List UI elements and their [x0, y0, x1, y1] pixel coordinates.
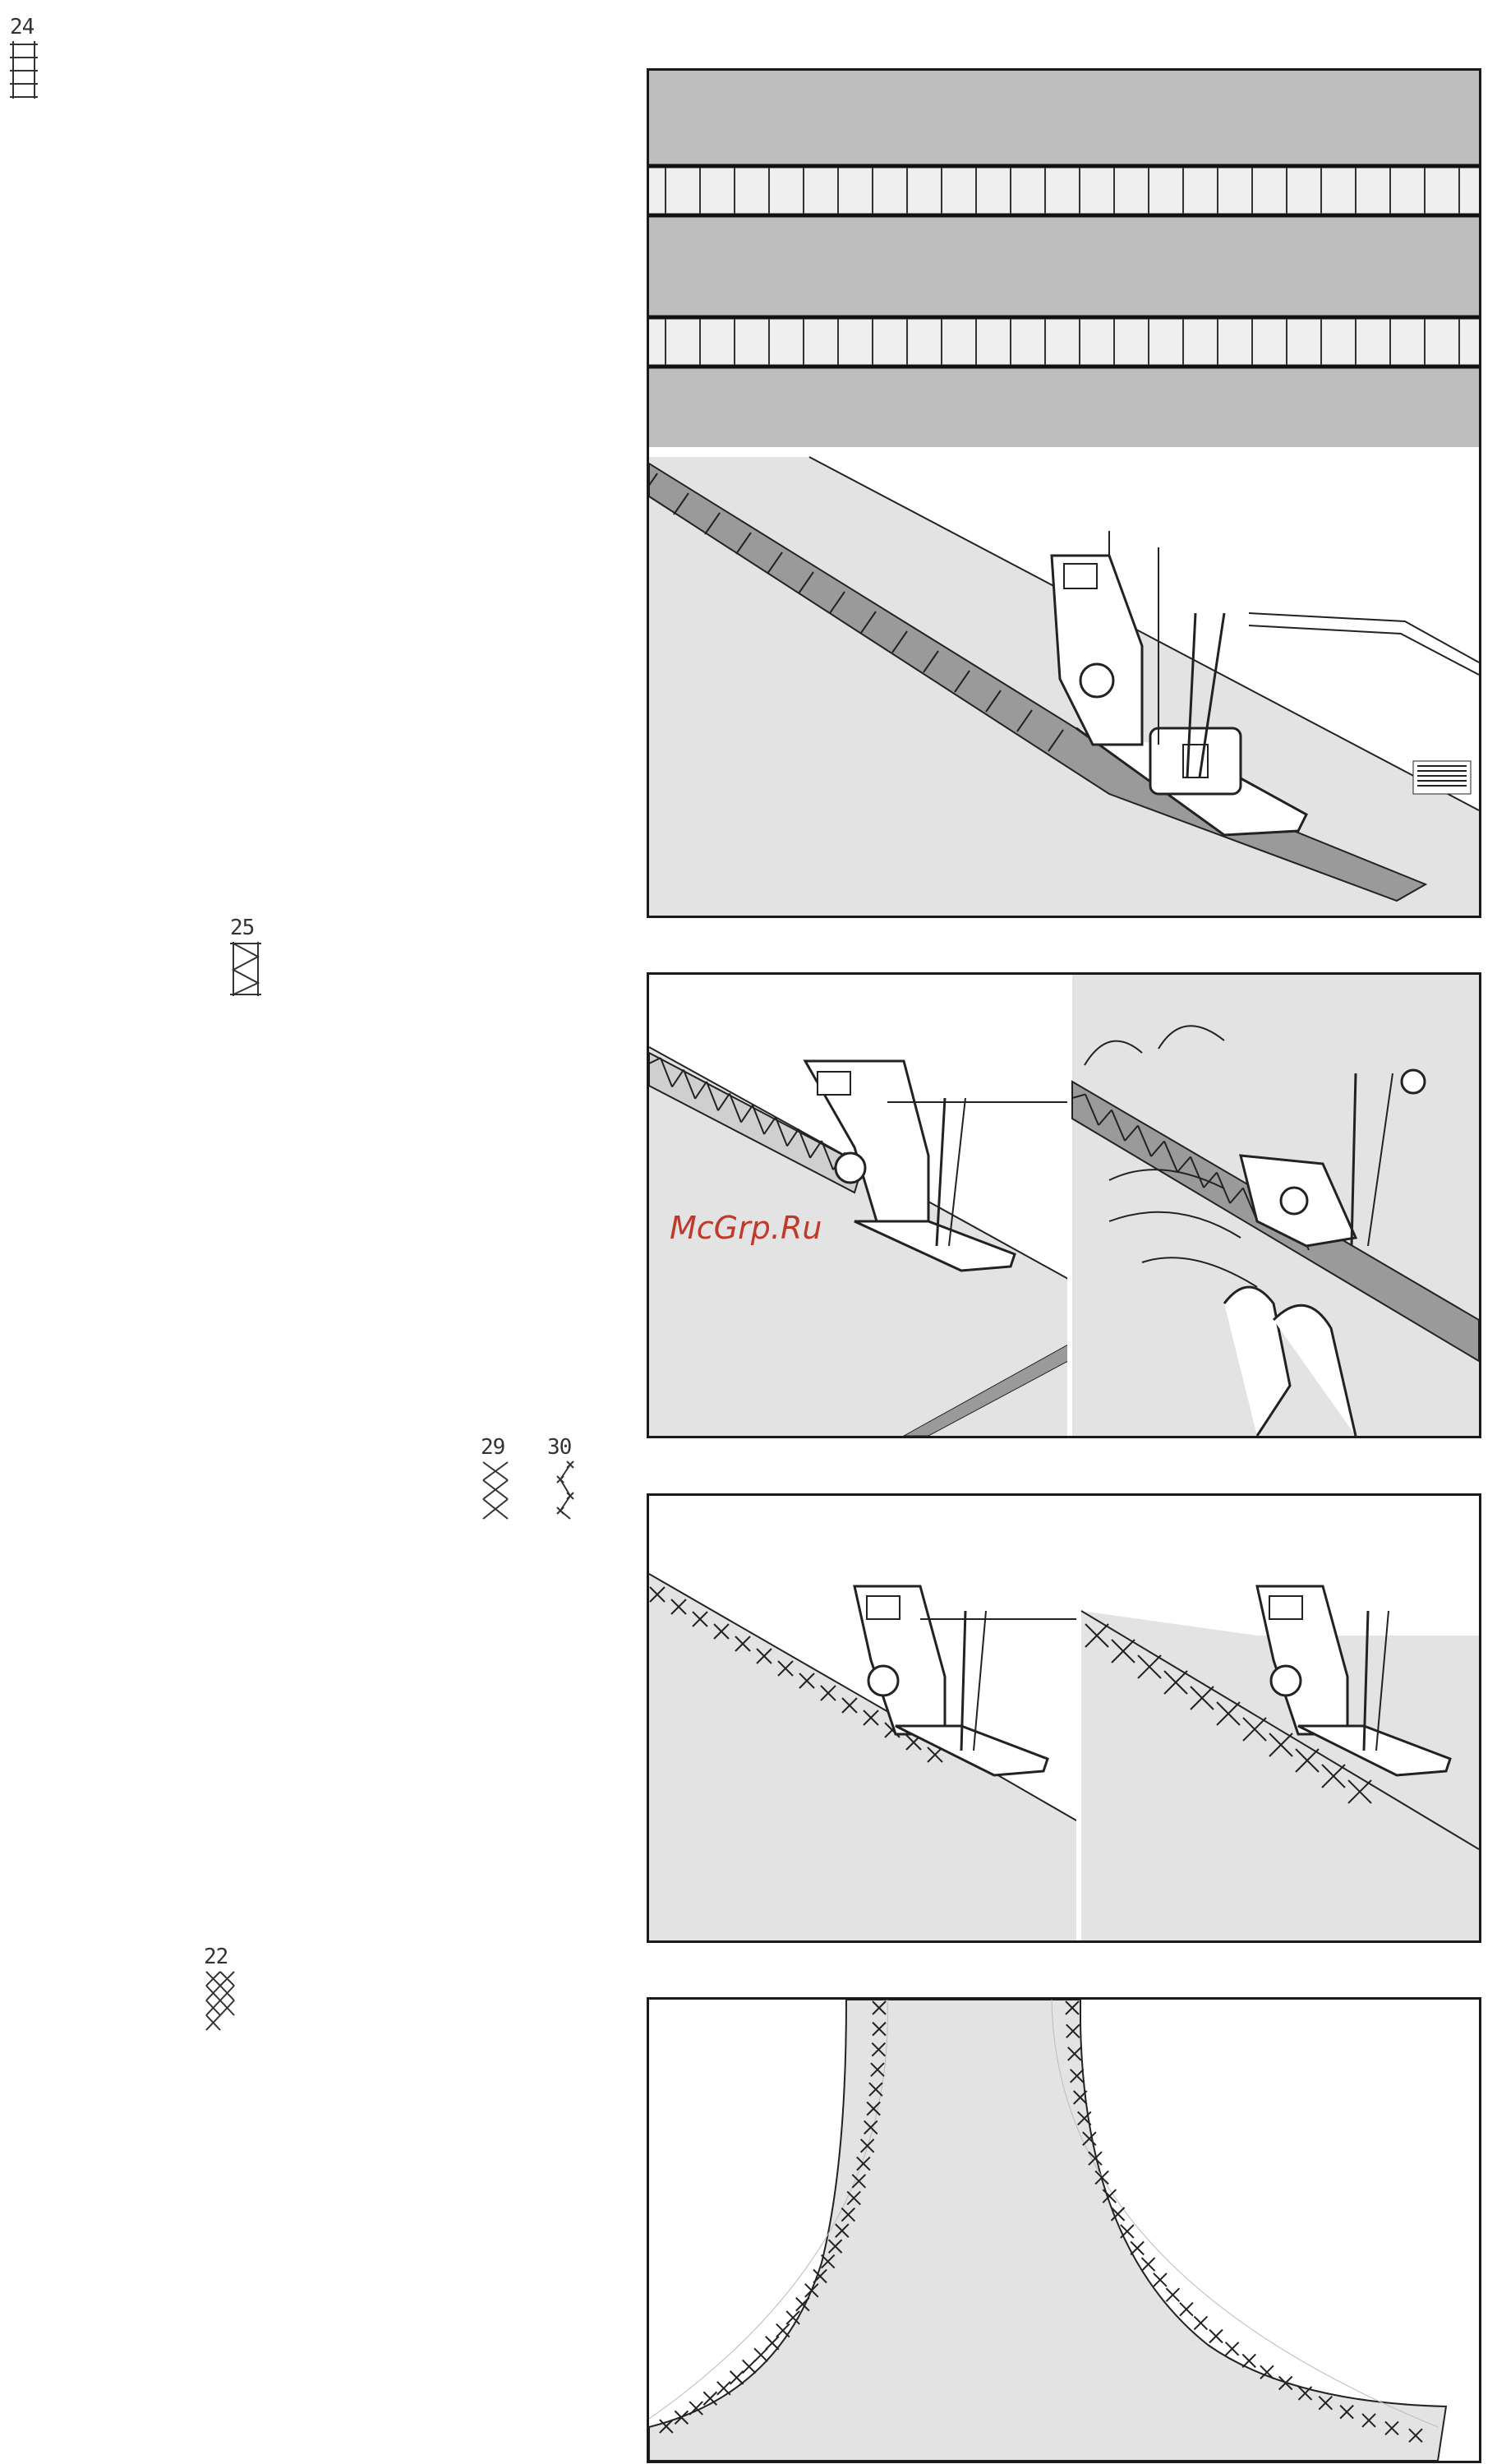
stitch-30-number: 30: [547, 1437, 580, 1458]
cross-stitch-icon: [481, 1460, 510, 1520]
stitch-30: 30: [547, 1437, 580, 1520]
zigzag-box-stitch-icon: [230, 940, 261, 998]
stitch-25: 25: [230, 917, 261, 998]
stitch-22-number: 22: [204, 1946, 237, 1968]
watermark: McGrp.Ru: [670, 1210, 822, 1246]
feather-cross-stitch-icon: [547, 1460, 580, 1520]
cross-stitch-hem-illustration: [647, 1493, 1481, 1943]
stitch-29: 29: [481, 1437, 510, 1520]
ladder-stitch-icon: [10, 39, 38, 100]
stitch-25-number: 25: [230, 917, 261, 939]
ladder-stitch-elastic-illustration: [647, 68, 1481, 918]
neckline-cross-stitch-illustration: [647, 1997, 1481, 2463]
stitch-24: 24: [10, 16, 38, 100]
zigzag-elastic-illustration: [647, 972, 1481, 1438]
stitch-22: 22: [204, 1946, 237, 2032]
double-cross-stitch-icon: [204, 1969, 237, 2032]
stitch-29-number: 29: [481, 1437, 510, 1458]
stitch-24-number: 24: [10, 16, 38, 38]
